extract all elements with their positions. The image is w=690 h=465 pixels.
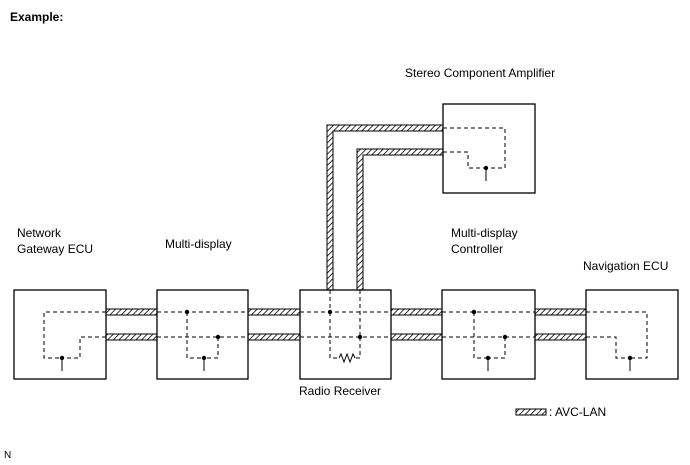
- cable-radio-amp-inner: [356, 148, 444, 291]
- cable-radio-mdc-upper: [390, 308, 443, 316]
- footer-mark: N: [4, 450, 12, 461]
- diagram-title: Example:: [10, 10, 64, 24]
- resistor-symbol: [338, 352, 356, 364]
- label-radio-receiver: Radio Receiver: [299, 384, 382, 398]
- legend-swatch: [515, 408, 547, 416]
- label-multi-display-controller: Multi-display Controller: [451, 226, 518, 256]
- label-navigation-ecu: Navigation ECU: [583, 259, 669, 273]
- stereo-component-amplifier-box: [442, 103, 536, 194]
- network-gateway-ecu-box: [13, 289, 107, 380]
- cable-mdc-nav-upper: [534, 308, 587, 316]
- cable-ngw-md-upper: [105, 308, 158, 316]
- multi-display-box: [156, 289, 249, 380]
- cable-radio-mdc-lower: [390, 333, 443, 341]
- cable-md-radio-upper: [247, 308, 301, 316]
- cable-mdc-nav-lower: [534, 333, 587, 341]
- multi-display-controller-box: [441, 289, 536, 380]
- cable-ngw-md-lower: [105, 333, 158, 341]
- label-stereo-component-amplifier: Stereo Component Amplifier: [405, 66, 556, 80]
- radio-receiver-box: [299, 289, 392, 380]
- label-network-gateway-ecu: Network Gateway ECU: [17, 226, 94, 256]
- navigation-ecu-box: [585, 289, 679, 380]
- cable-md-radio-lower: [247, 333, 301, 341]
- label-multi-display: Multi-display: [165, 237, 232, 251]
- legend-label: : AVC-LAN: [549, 405, 607, 419]
